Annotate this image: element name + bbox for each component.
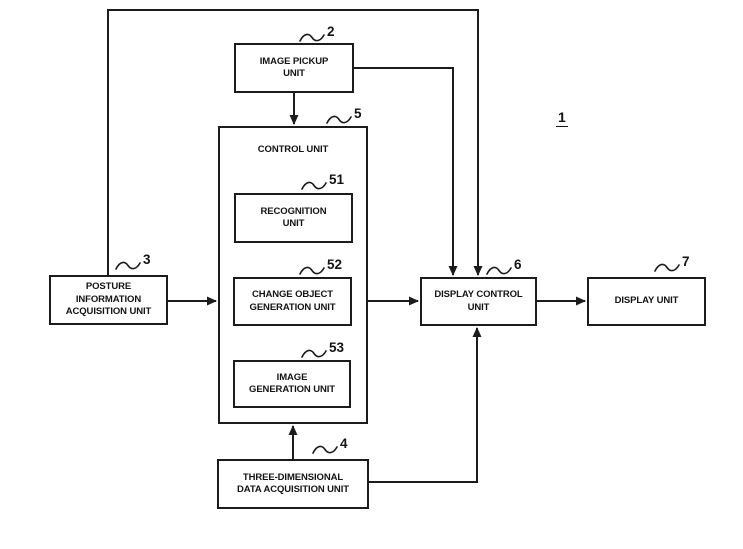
leader-squiggle-icon <box>486 266 512 275</box>
box-posture-information-acquisition-unit: POSTURE INFORMATION ACQUISITION UNIT <box>49 275 168 325</box>
box-display-control-unit: DISPLAY CONTROL UNIT <box>420 277 537 326</box>
leader-squiggle-icon <box>299 33 325 42</box>
box-image-generation-unit: IMAGE GENERATION UNIT <box>233 360 351 408</box>
ref-number-6: 6 <box>514 257 522 272</box>
ref-number-2: 2 <box>327 24 335 39</box>
recognition-unit-label: RECOGNITION UNIT <box>260 205 327 229</box>
control-unit-label: CONTROL UNIT <box>257 144 329 155</box>
ref-number-53: 53 <box>329 340 345 355</box>
ref-label-4: 4 <box>312 437 348 456</box>
leader-squiggle-icon <box>299 266 325 275</box>
connector-image-pickup-to-display-control <box>354 67 458 276</box>
ref-label-5: 5 <box>326 107 362 126</box>
display-unit-label: DISPLAY UNIT <box>614 295 679 307</box>
box-recognition-unit: RECOGNITION UNIT <box>234 193 353 243</box>
leader-squiggle-icon <box>301 349 327 358</box>
connector-three-dimensional-to-display-control <box>369 327 482 483</box>
ref-label-53: 53 <box>301 341 344 360</box>
ref-number-3: 3 <box>143 252 151 267</box>
ref-label-7: 7 <box>654 255 690 274</box>
leader-squiggle-icon <box>326 115 352 124</box>
box-image-pickup-unit: IMAGE PICKUP UNIT <box>234 43 354 93</box>
ref-number-1: 1 <box>556 109 568 127</box>
leader-squiggle-icon <box>301 181 327 190</box>
leader-squiggle-icon <box>115 261 141 270</box>
ref-label-6: 6 <box>486 258 522 277</box>
ref-label-51: 51 <box>301 173 344 192</box>
ref-number-5: 5 <box>354 106 362 121</box>
connector-posture-top-loop-to-display-control <box>107 9 483 276</box>
image-generation-unit-label: IMAGE GENERATION UNIT <box>249 371 335 395</box>
ref-label-3: 3 <box>115 253 151 272</box>
ref-number-51: 51 <box>329 172 345 187</box>
box-change-object-generation-unit: CHANGE OBJECT GENERATION UNIT <box>233 277 352 326</box>
posture-information-acquisition-unit-label: POSTURE INFORMATION ACQUISITION UNIT <box>65 281 152 318</box>
ref-label-52: 52 <box>299 258 342 277</box>
box-three-dimensional-data-acquisition-unit: THREE-DIMENSIONAL DATA ACQUISITION UNIT <box>217 459 369 509</box>
ref-number-7: 7 <box>682 254 690 269</box>
ref-number-4: 4 <box>340 436 348 451</box>
change-object-generation-unit-label: CHANGE OBJECT GENERATION UNIT <box>249 289 336 313</box>
image-pickup-unit-label: IMAGE PICKUP UNIT <box>259 55 329 79</box>
three-dimensional-data-acquisition-unit-label: THREE-DIMENSIONAL DATA ACQUISITION UNIT <box>237 471 349 495</box>
box-display-unit: DISPLAY UNIT <box>587 277 706 326</box>
leader-squiggle-icon <box>312 445 338 454</box>
ref-label-1-system: 1 <box>556 110 568 127</box>
ref-number-52: 52 <box>327 257 343 272</box>
display-control-unit-label: DISPLAY CONTROL UNIT <box>434 289 523 313</box>
ref-label-2: 2 <box>299 25 335 44</box>
leader-squiggle-icon <box>654 263 680 272</box>
